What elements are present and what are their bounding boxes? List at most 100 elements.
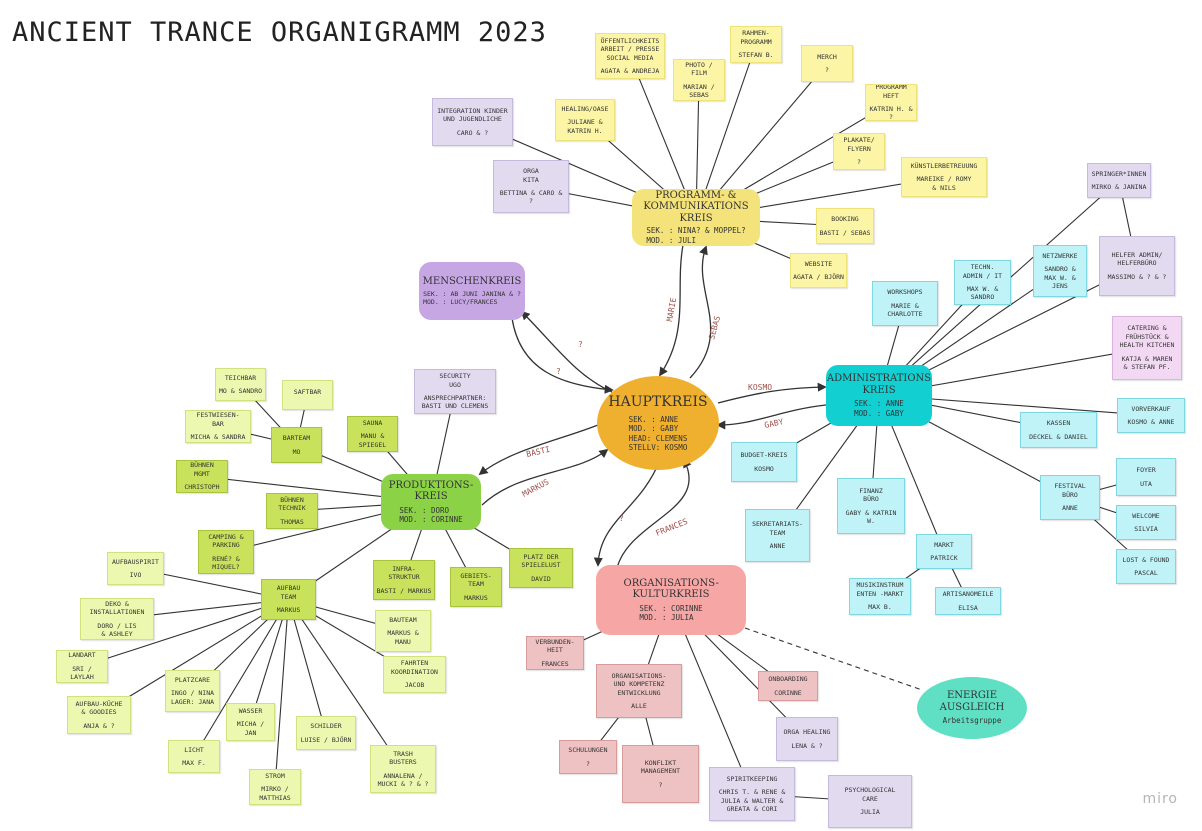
note-website[interactable]: WebsiteAgata / Björn xyxy=(790,253,847,288)
note-people: Ivo xyxy=(129,571,142,579)
note-label: Schilder xyxy=(310,722,342,731)
note-label: Festival Büro xyxy=(1054,482,1086,499)
note-spielelust[interactable]: Platz der SpielelustDavid xyxy=(509,548,573,588)
circle-programm[interactable]: PROGRAMM- & KOMMUNIKATIONS KREIS Sek. : … xyxy=(632,189,760,246)
circle-administration[interactable]: ADMINISTRATIONS KREIS Sek. : Anne Mod. :… xyxy=(826,365,932,426)
note-psychological[interactable]: Psychological CareJulia xyxy=(828,775,912,828)
note-people: Patrick xyxy=(930,554,958,562)
note-aufbaukueche[interactable]: Aufbau-Küche & GoodiesAnja & ? xyxy=(67,696,131,734)
note-saftbar[interactable]: Saftbar xyxy=(282,380,333,410)
note-landart[interactable]: LandartSri / Laylah xyxy=(56,650,108,683)
note-infrastruktur[interactable]: Infra- StrukturBasti / Markus xyxy=(373,560,435,600)
note-label: Strom xyxy=(265,771,285,780)
note-aufbauspirit[interactable]: AufbauspiritIvo xyxy=(107,552,164,585)
note-label: Workshops xyxy=(887,288,923,297)
administration-details: Sek. : Anne Mod. : Gaby xyxy=(854,399,904,418)
note-musikinstrumente[interactable]: Musikinstrum enten -MarktMax B. xyxy=(849,578,911,615)
note-people: Sri / Laylah xyxy=(70,664,94,682)
note-photo[interactable]: Photo / FilmMarian / Sebas xyxy=(673,59,725,101)
note-teichbar[interactable]: TeichbarMo & Sandro xyxy=(215,368,266,401)
circle-produktion[interactable]: PRODUKTIONS-KREIS Sek. : Doro Mod. : Cor… xyxy=(381,474,481,530)
note-onboarding[interactable]: OnboardingCorinne xyxy=(758,671,818,701)
note-label: Teichbar xyxy=(224,373,257,382)
note-gebietsteam[interactable]: Gebiets- TeamMarkus xyxy=(450,567,502,607)
note-merch[interactable]: Merch? xyxy=(801,45,853,82)
note-fahrten[interactable]: Fahrten KoordinationJacob xyxy=(383,656,446,693)
note-people: Luise / Björn xyxy=(300,735,352,744)
note-festival-buero[interactable]: Festival BüroAnne xyxy=(1040,475,1100,520)
note-healing-oase[interactable]: Healing/OaseJuliane & Katrin H. xyxy=(555,99,615,141)
circle-hauptkreis[interactable]: HAUPTKREIS Sek. : Anne Mod. : Gaby Head:… xyxy=(597,376,719,470)
note-people: Massimo & ? & ? xyxy=(1107,272,1167,281)
link-label-gaby: GABY xyxy=(764,417,785,430)
note-label: Rahmen- programm xyxy=(740,29,772,46)
note-markt[interactable]: MarktPatrick xyxy=(916,534,972,569)
note-label: Security UGO xyxy=(439,372,471,389)
circle-energie[interactable]: ENERGIE AUSGLEICH Arbeitsgruppe xyxy=(917,677,1027,739)
note-oeffentlich[interactable]: Öffentlichkeits arbeit / Presse Social M… xyxy=(595,33,665,79)
note-schulungen[interactable]: Schulungen? xyxy=(559,740,617,774)
note-budget[interactable]: Budget-KreisKosmo xyxy=(731,442,797,482)
note-booking[interactable]: BookingBasti / Sebas xyxy=(816,208,874,244)
note-foyer[interactable]: FoyerUta xyxy=(1116,458,1176,496)
note-verbundenheit[interactable]: Verbunden- heitFrances xyxy=(526,636,584,670)
note-integration[interactable]: Integration Kinder und JugendlicheCaro &… xyxy=(432,98,513,146)
note-kassen[interactable]: KassenDeckel & Daniel xyxy=(1020,412,1097,448)
note-orga-kita[interactable]: Orga KitaBettina & Caro & ? xyxy=(493,160,569,213)
note-programmheft[interactable]: Programm heftKatrin H. & ? xyxy=(865,84,917,121)
note-kompetenz[interactable]: Organisations- und Kompetenz entwicklung… xyxy=(596,664,682,718)
note-vorverkauf[interactable]: VorverkaufKosmo & Anne xyxy=(1117,398,1185,433)
note-camping[interactable]: Camping & ParkingRené? & Miquel? xyxy=(198,530,254,574)
note-sekretariat[interactable]: Sekretariats- TeamAnne xyxy=(745,509,810,562)
note-festwiesenbar[interactable]: Festwiesen- BarMicha & Sandra xyxy=(185,410,251,443)
note-wasser[interactable]: WasserMicha / Jan xyxy=(226,703,275,741)
note-strom[interactable]: StromMirko / Matthias xyxy=(249,769,301,805)
note-finanz[interactable]: Finanz BüroGaby & Katrin W. xyxy=(837,478,905,534)
note-techn-admin[interactable]: Techn. Admin / ITMax W. & Sandro xyxy=(954,260,1011,305)
produktion-name: PRODUKTIONS-KREIS xyxy=(388,479,474,503)
note-spiritkeeping[interactable]: SpiritkeepingChris T. & Rene & Julia & W… xyxy=(709,767,795,821)
note-plakate[interactable]: Plakate/ Flyern? xyxy=(833,133,885,170)
note-helfer[interactable]: Helfer Admin/ HelferbüroMassimo & ? & ? xyxy=(1099,236,1175,296)
note-label: Platz der Spielelust xyxy=(521,552,561,570)
note-lost-found[interactable]: Lost & FoundPascal xyxy=(1116,549,1176,584)
note-buehnen-mgmt[interactable]: Bühnen MgmtChristoph xyxy=(176,460,228,493)
arrow-menschen-to-haupt xyxy=(511,317,614,394)
note-artisanomeile[interactable]: ArtisanomeileElisa xyxy=(935,587,1001,615)
note-sauna[interactable]: SaunaManu & Spiegel xyxy=(347,416,398,452)
note-welcome[interactable]: WelcomeSilvia xyxy=(1116,505,1176,540)
note-springer[interactable]: Springer*innenMirko & Janina xyxy=(1087,163,1151,198)
note-aufbauteam[interactable]: Aufbau TeamMarkus xyxy=(261,579,316,620)
note-security[interactable]: Security UGOAnsprechpartner: Basti und C… xyxy=(414,369,496,414)
note-trash[interactable]: Trash BustersAnnalena / Mucki & ? & ? xyxy=(370,745,436,793)
connector-aufbauteam-schilder xyxy=(287,599,327,734)
note-label: Orga Kita xyxy=(523,167,539,184)
note-licht[interactable]: LichtMax F. xyxy=(168,740,220,773)
connector-aufbauteam-trash xyxy=(288,599,404,770)
note-konflikt[interactable]: Konflikt Management? xyxy=(622,745,699,803)
note-platzcare[interactable]: PlatzcareIngo / Nina Lager: Jana xyxy=(165,670,220,712)
note-label: Schulungen xyxy=(568,746,608,755)
note-bauteam[interactable]: BauteamMarkus & Manu xyxy=(375,610,431,652)
note-rahmen[interactable]: Rahmen- programmStefan B. xyxy=(730,26,782,63)
note-label: Plakate/ Flyern xyxy=(843,136,875,153)
circle-organisation[interactable]: ORGANISATIONS-KULTURKREIS Sek. : Corinne… xyxy=(596,565,746,635)
note-netzwerke[interactable]: NetzwerkeSandro & Max W. & Jens xyxy=(1033,245,1087,297)
circle-menschen[interactable]: MENSCHENKREIS Sek. : ab Juni Janina & ? … xyxy=(419,262,525,320)
note-label: Booking xyxy=(831,215,859,224)
note-catering[interactable]: Catering & Frühstück & Health KitchenKat… xyxy=(1112,316,1182,380)
note-buehnen-technik[interactable]: Bühnen TechnikThomas xyxy=(266,493,318,529)
note-people: Basti / Sebas xyxy=(819,228,871,237)
note-orga-healing[interactable]: Orga HealingLena & ? xyxy=(776,717,838,761)
arrow-admin-to-haupt xyxy=(716,404,827,430)
note-schilder[interactable]: SchilderLuise / Björn xyxy=(296,716,356,750)
note-kuenstler[interactable]: KünstlerbetreuungMareike / Romy & Nils xyxy=(901,157,987,197)
note-label: Infra- Struktur xyxy=(388,564,420,582)
note-people: Julia xyxy=(860,808,880,817)
note-barteam[interactable]: BarteamMo xyxy=(271,427,322,463)
note-deko[interactable]: Deko & InstallationenDoro / Lis & Ashley xyxy=(80,598,154,640)
note-workshops[interactable]: WorkshopsMarie & Charlotte xyxy=(872,281,938,326)
note-label: Trash Busters xyxy=(389,749,417,767)
note-people: Max F. xyxy=(182,759,206,767)
note-label: Organisations- und Kompetenz entwicklung xyxy=(611,671,667,697)
